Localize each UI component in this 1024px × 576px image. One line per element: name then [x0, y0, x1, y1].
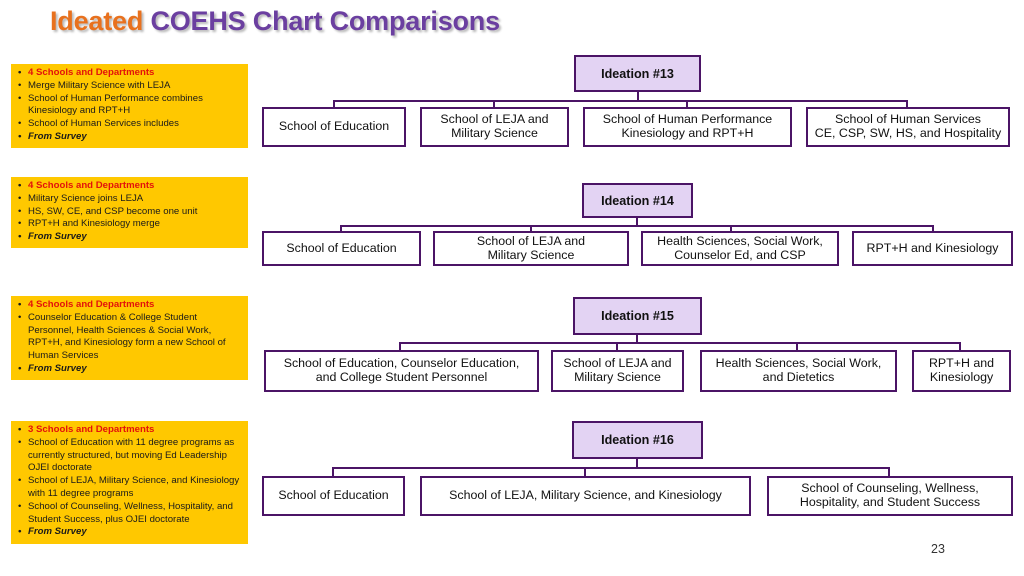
unit-box: Health Sciences, Social Work,and Dieteti…: [700, 350, 897, 392]
connector: [399, 342, 401, 351]
unit-line: Health Sciences, Social Work,: [715, 356, 882, 371]
section-13-note: 4 Schools and Departments Merge Military…: [11, 64, 248, 148]
ideation-14-header: Ideation #14: [582, 183, 693, 218]
note-item: School of LEJA, Military Science, and Ki…: [18, 475, 244, 501]
unit-box: School of Education: [262, 231, 421, 266]
note-item: School of Counseling, Wellness, Hospital…: [18, 501, 244, 527]
unit-line: and College Student Personnel: [315, 370, 488, 384]
note-survey: From Survey: [18, 231, 244, 244]
unit-line: School of Counseling, Wellness,: [801, 481, 979, 496]
title-main: COEHS Chart Comparisons: [150, 6, 500, 36]
connector: [888, 467, 890, 477]
unit-line: Military Science: [451, 126, 538, 140]
connector: [959, 342, 961, 351]
unit-line: CE, CSP, SW, HS, and Hospitality: [814, 126, 1002, 140]
connector: [340, 225, 934, 227]
ideation-13-header: Ideation #13: [574, 55, 701, 92]
section-15-note: 4 Schools and Departments Counselor Educ…: [11, 296, 248, 380]
note-item: Merge Military Science with LEJA: [18, 80, 244, 93]
note-survey: From Survey: [18, 526, 244, 539]
unit-line: Health Sciences, Social Work,: [657, 233, 823, 248]
note-item: School of Human Services includes: [18, 118, 244, 131]
unit-box: School of LEJA, Military Science, and Ki…: [420, 476, 751, 516]
note-item: HS, SW, CE, and CSP become one unit: [18, 206, 244, 219]
connector: [906, 100, 908, 108]
note-heading: 4 Schools and Departments: [18, 67, 244, 80]
ideation-16-header: Ideation #16: [572, 421, 703, 459]
unit-line: RPT+H and Kinesiology: [866, 240, 999, 255]
connector: [796, 342, 798, 351]
unit-line: Military Science: [574, 370, 661, 384]
unit-line: School of LEJA and: [563, 356, 672, 371]
section-14-note: 4 Schools and Departments Military Scien…: [11, 177, 248, 248]
unit-box: School of Education: [262, 107, 406, 147]
title-highlight: Ideated: [50, 6, 144, 36]
connector: [730, 225, 732, 233]
unit-line: School of Human Performance: [602, 112, 773, 127]
section-16-note: 3 Schools and Departments School of Educ…: [11, 421, 248, 544]
unit-line: and Dietetics: [762, 370, 835, 384]
connector: [584, 467, 586, 477]
note-item: School of Education with 11 degree progr…: [18, 437, 244, 475]
note-survey: From Survey: [18, 363, 244, 376]
connector: [636, 335, 638, 344]
unit-line: School of Education: [278, 119, 390, 134]
connector: [340, 225, 342, 233]
unit-line: School of Education: [286, 240, 397, 255]
ideation-15-header: Ideation #15: [573, 297, 702, 335]
connector: [686, 100, 688, 108]
unit-box: School of Education: [262, 476, 405, 516]
note-heading: 4 Schools and Departments: [18, 299, 244, 312]
note-item: RPT+H and Kinesiology merge: [18, 218, 244, 231]
connector: [332, 467, 334, 477]
unit-box: School of Education, Counselor Education…: [264, 350, 539, 392]
note-item: School of Human Performance combines Kin…: [18, 93, 244, 119]
unit-line: School of Education, Counselor Education…: [283, 356, 520, 371]
unit-line: Military Science: [487, 247, 575, 262]
unit-box: Health Sciences, Social Work,Counselor E…: [641, 231, 839, 266]
note-item: Counselor Education & College Student Pe…: [18, 312, 244, 363]
unit-box: School of Counseling, Wellness,Hospitali…: [767, 476, 1013, 516]
connector: [399, 342, 961, 344]
note-item: Military Science joins LEJA: [18, 193, 244, 206]
unit-box: RPT+H and Kinesiology: [852, 231, 1013, 266]
unit-line: School of Education: [278, 488, 389, 503]
unit-line: Kinesiology and RPT+H: [621, 126, 754, 140]
connector: [636, 459, 638, 469]
page-number: 23: [931, 542, 945, 556]
connector: [636, 218, 638, 227]
connector: [530, 225, 532, 233]
slide-title: Ideated COEHS Chart Comparisons: [50, 6, 500, 37]
note-heading: 3 Schools and Departments: [18, 424, 244, 437]
note-heading: 4 Schools and Departments: [18, 180, 244, 193]
connector: [333, 100, 908, 102]
unit-line: Kinesiology: [929, 370, 994, 384]
unit-line: School of LEJA and: [476, 233, 586, 248]
connector: [616, 342, 618, 351]
connector: [333, 100, 335, 108]
unit-line: School of LEJA, Military Science, and Ki…: [449, 488, 722, 503]
connector: [332, 467, 890, 469]
unit-line: Counselor Ed, and CSP: [674, 247, 806, 262]
unit-line: RPT+H and: [928, 356, 995, 371]
connector: [637, 92, 639, 101]
connector: [932, 225, 934, 233]
note-survey: From Survey: [18, 131, 244, 144]
unit-line: School of Human Services: [834, 112, 981, 127]
unit-line: School of LEJA and: [440, 112, 549, 127]
connector: [493, 100, 495, 108]
unit-line: Hospitality, and Student Success: [799, 495, 981, 509]
